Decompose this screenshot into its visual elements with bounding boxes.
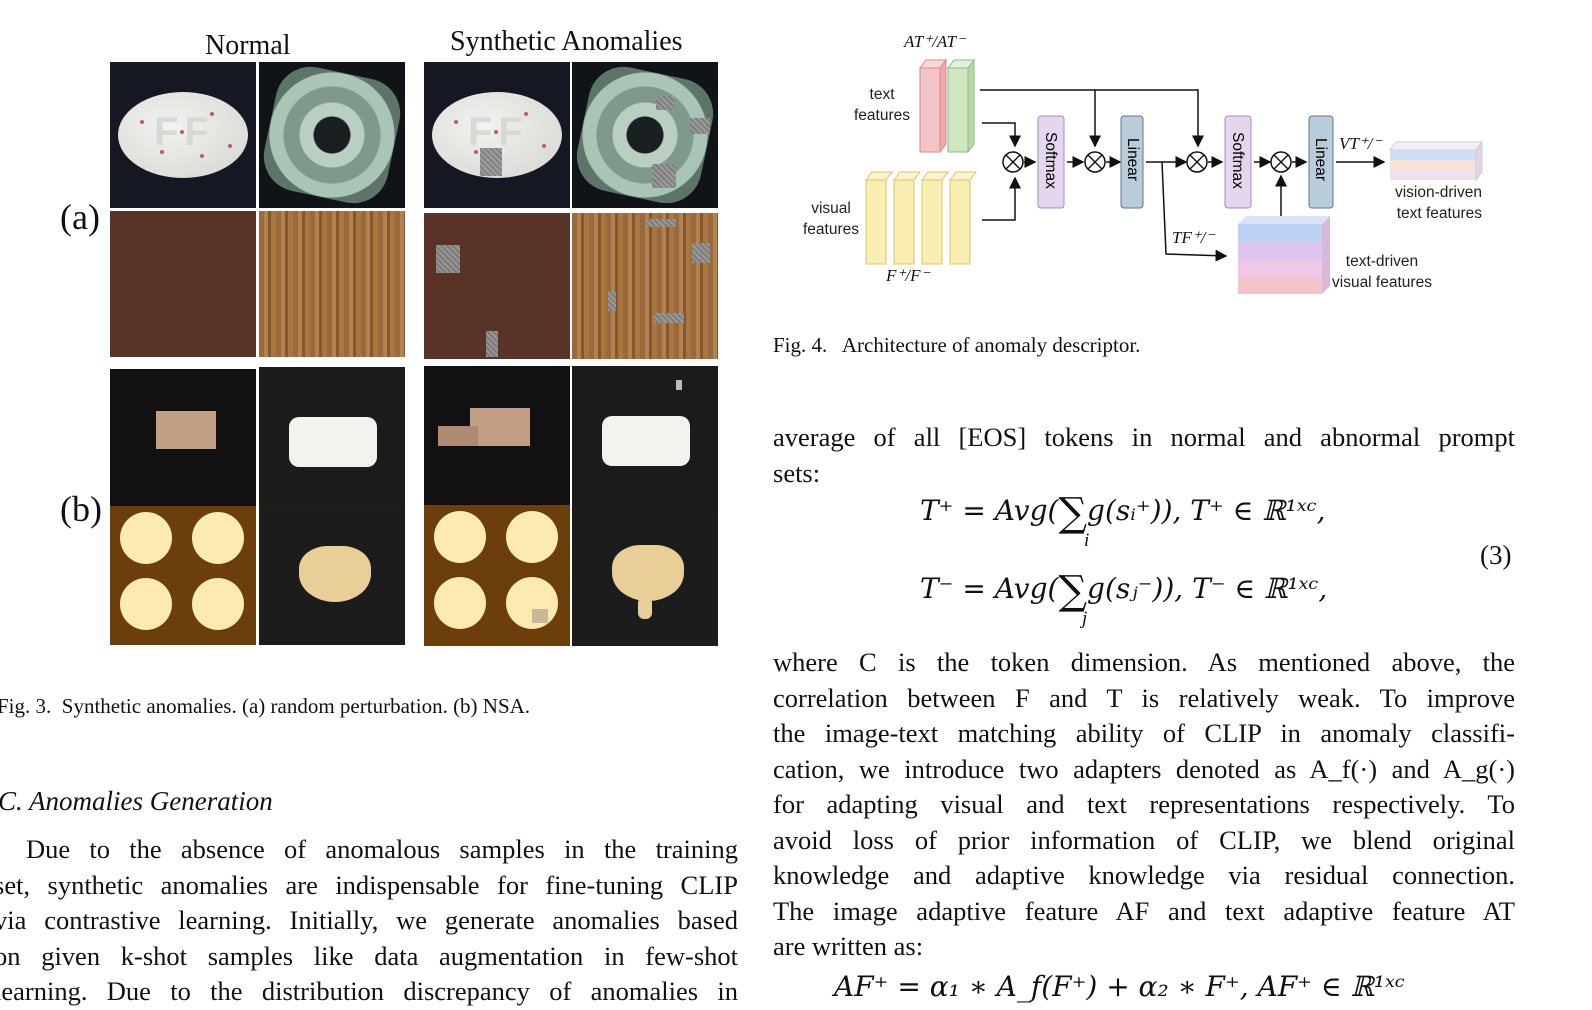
text-features-line-2: features xyxy=(854,107,911,124)
left-paragraph: Due to the absence of anomalous samples … xyxy=(0,832,738,1010)
left-line-2: set, synthetic anomalies are indispensab… xyxy=(0,869,738,900)
fig4-caption: Fig. 4. Architecture of anomaly descript… xyxy=(773,333,1141,357)
vision-driven-label: vision-driven text features xyxy=(1384,182,1482,224)
visual-features-line-2: features xyxy=(803,221,860,238)
wood-synthetic-image xyxy=(572,213,718,359)
para-line-9: are written as: xyxy=(773,931,924,961)
equation-t-plus: T⁺ = Avg(∑g(sᵢ⁺)), T⁺ ∈ ℝ¹ˣᶜ, xyxy=(920,484,1326,536)
metal-nut-normal-image xyxy=(259,62,405,208)
leather-synthetic-image xyxy=(424,213,570,359)
chewinggum-normal-image xyxy=(259,367,405,513)
para-line-3: the image-text matching ability of CLIP … xyxy=(773,718,1515,748)
section-heading: C. Anomalies Generation xyxy=(0,786,273,816)
text-feature-blocks xyxy=(919,58,975,154)
linear-block-1 xyxy=(1120,115,1144,209)
linear-label-2: Linear xyxy=(1312,138,1329,181)
left-line-4: on given k-shot samples like data augmen… xyxy=(0,940,738,971)
cashew-normal-image xyxy=(259,506,405,645)
visual-feature-blocks xyxy=(865,171,977,265)
pill-synthetic-image: FF xyxy=(424,62,570,208)
eq2-rhs: g(sⱼ⁻)), T⁻ ∈ ℝ¹ˣᶜ, xyxy=(1087,572,1328,605)
at-label: AT⁺/AT⁻ xyxy=(904,32,966,51)
vision-driven-block xyxy=(1389,140,1483,182)
softmax-label-1: Softmax xyxy=(1042,132,1059,189)
wood-normal-image xyxy=(259,211,405,357)
fig3-row-b-label: (b) xyxy=(60,489,102,529)
pill-normal-image: FF xyxy=(110,62,256,208)
para-line-8: The image adaptive feature AF and text a… xyxy=(773,895,1515,926)
chewinggum-synthetic-image xyxy=(572,366,718,512)
eq1-lhs: T⁺ = Avg( xyxy=(920,494,1059,527)
para-line-6: avoid loss of prior information of CLIP,… xyxy=(773,824,1515,855)
softmax-block-1 xyxy=(1037,115,1065,209)
metal-nut-synthetic-image xyxy=(572,62,718,208)
text-driven-label: text-driven visual features xyxy=(1332,251,1432,293)
eq2-lhs: T⁻ = Avg( xyxy=(920,572,1059,605)
eq1-rhs: g(sᵢ⁺)), T⁺ ∈ ℝ¹ˣᶜ, xyxy=(1087,494,1326,527)
visual-features-label: visual features xyxy=(803,198,859,240)
equation-partial: AF⁺ = α₁ ∗ A_f(F⁺) + α₂ ∗ F⁺, AF⁺ ∈ ℝ¹ˣᶜ xyxy=(834,970,1405,1003)
text-driven-block xyxy=(1238,216,1330,294)
text-driven-line-1: text-driven xyxy=(1345,253,1419,270)
eq1-sum-subscript: i xyxy=(1084,530,1090,551)
para-line-2: correlation between F and T is relativel… xyxy=(773,682,1515,713)
gum-normal-image xyxy=(110,369,256,515)
pills-normal-image xyxy=(110,506,256,645)
fig3-col-synthetic-label: Synthetic Anomalies xyxy=(450,26,683,57)
para-line-1: where C is the token dimension. As menti… xyxy=(773,647,1515,677)
equation-number: (3) xyxy=(1480,540,1512,570)
right-paragraph: where C is the token dimension. As menti… xyxy=(773,645,1515,965)
sum-symbol-1: ∑ xyxy=(1058,490,1088,536)
text-features-line-1: text xyxy=(869,86,895,103)
fig3-col-normal-label: Normal xyxy=(205,30,291,61)
linear-block-2 xyxy=(1308,115,1334,209)
intro-line-1: average of all [EOS] tokens in normal an… xyxy=(773,422,1515,452)
vision-driven-line-2: text features xyxy=(1396,205,1482,222)
leather-normal-image xyxy=(110,211,256,357)
softmax-block-2 xyxy=(1224,115,1252,209)
intro-line-2: sets: xyxy=(773,457,821,488)
fig3-caption: Fig. 3. Synthetic anomalies. (a) random … xyxy=(0,694,531,718)
gum-synthetic-image xyxy=(424,366,570,512)
para-line-7: knowledge and adaptive knowledge via res… xyxy=(773,860,1515,890)
para-line-4: cation, we introduce two adapters denote… xyxy=(773,753,1515,784)
right-intro: average of all [EOS] tokens in normal an… xyxy=(773,420,1515,491)
fig3-row-a-label: (a) xyxy=(60,197,100,237)
eq2-sum-subscript: j xyxy=(1082,608,1088,629)
vision-driven-line-1: vision-driven xyxy=(1394,184,1482,201)
pills-synthetic-image xyxy=(424,505,570,646)
left-line-5: learning. Due to the distribution discre… xyxy=(0,976,738,1006)
softmax-label-2: Softmax xyxy=(1229,132,1246,189)
visual-features-line-1: visual xyxy=(811,200,851,217)
sum-symbol-2: ∑ xyxy=(1058,568,1088,614)
left-line-3: via contrastive learning. Initially, we … xyxy=(0,905,738,935)
tf-label: TF⁺/⁻ xyxy=(1172,228,1215,247)
linear-label-1: Linear xyxy=(1124,138,1141,181)
cashew-synthetic-image xyxy=(572,505,718,646)
equation-t-minus: T⁻ = Avg(∑g(sⱼ⁻)), T⁻ ∈ ℝ¹ˣᶜ, xyxy=(920,562,1328,614)
text-features-label: text features xyxy=(854,84,910,126)
para-line-5: for adapting visual and text representat… xyxy=(773,789,1515,819)
left-line-1: Due to the absence of anomalous samples … xyxy=(26,834,738,864)
vt-label: VT⁺/⁻ xyxy=(1339,134,1382,153)
fig4-diagram: Softmax Linear Softmax Linear xyxy=(865,58,1483,294)
f-label: F⁺/F⁻ xyxy=(886,266,930,285)
text-driven-line-2: visual features xyxy=(1332,274,1432,291)
